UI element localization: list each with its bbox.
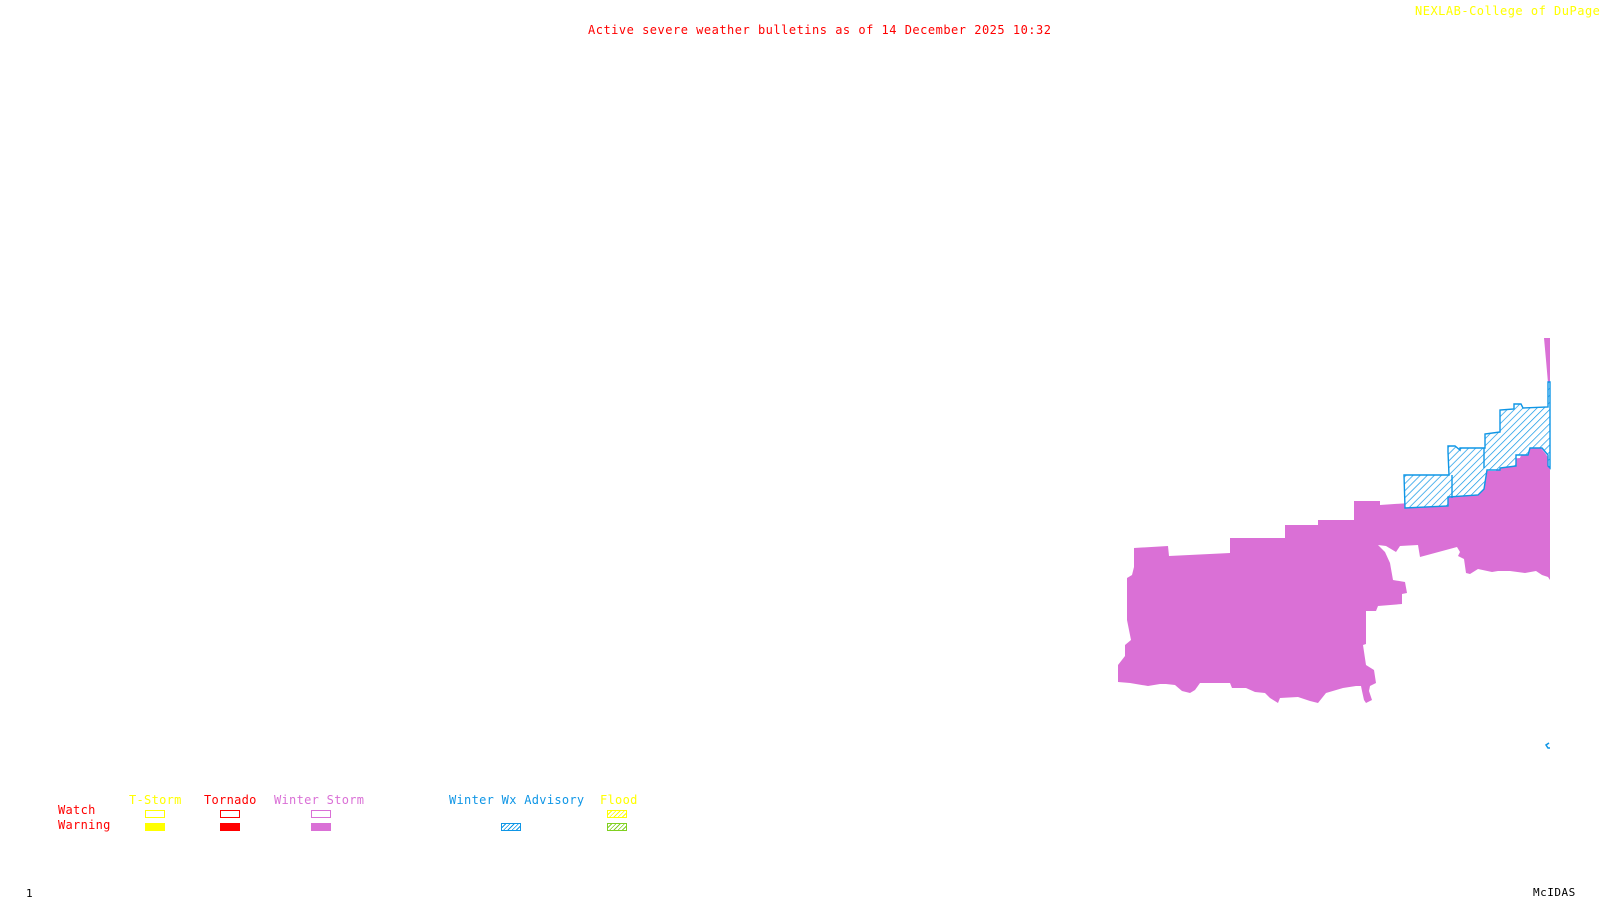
tornado-warning-swatch [220, 823, 240, 831]
legend-header-tstorm: T-Storm [129, 793, 182, 807]
software-label: McIDAS [1533, 886, 1576, 899]
legend-row-warning: Warning [58, 818, 111, 832]
credit-text: NEXLAB-College of DuPage [1415, 4, 1600, 18]
flood-warning-swatch [607, 823, 627, 831]
flood-watch-swatch [607, 810, 627, 818]
winter-wx-advisory-fragment [1544, 742, 1550, 749]
tornado-watch-swatch [220, 810, 240, 818]
legend-header-flood: Flood [600, 793, 638, 807]
winter-wx-advisory-swatch [501, 823, 521, 831]
legend-row-watch: Watch [58, 803, 96, 817]
legend-header-winter-storm: Winter Storm [274, 793, 365, 807]
winter-storm-warning-sliver [1544, 338, 1550, 383]
legend-header-tornado: Tornado [204, 793, 257, 807]
frame-number: 1 [26, 887, 34, 900]
legend-header-winter-wx-advisory: Winter Wx Advisory [449, 793, 585, 807]
winter-storm-warning-area [1118, 447, 1550, 703]
map-title: Active severe weather bulletins as of 14… [588, 23, 1052, 37]
winter-storm-watch-swatch [311, 810, 331, 818]
credit-label: NEXLAB-College of DuPage ↖ [1415, 4, 1600, 18]
winter-wx-advisory-area [1403, 381, 1551, 509]
tstorm-watch-swatch [145, 810, 165, 818]
winter-storm-warning-swatch [311, 823, 331, 831]
tstorm-warning-swatch [145, 823, 165, 831]
